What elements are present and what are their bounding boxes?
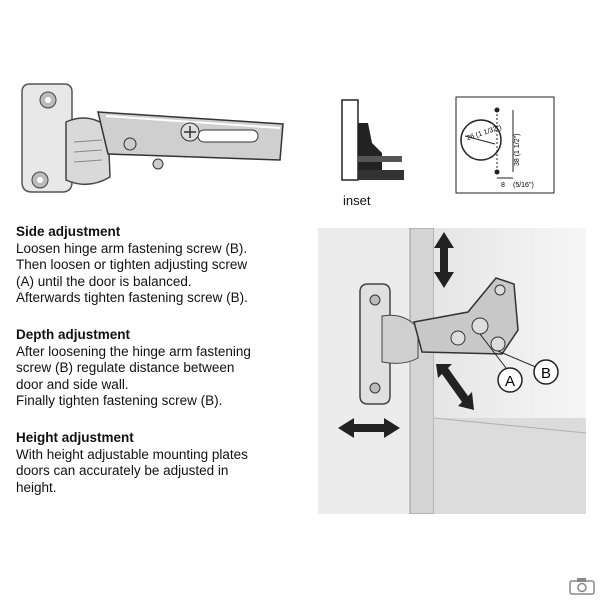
hinge-photo bbox=[21, 83, 284, 193]
depth-adjustment-line: After loosening the hinge arm fastening bbox=[16, 343, 251, 359]
height-adjustment-section: Height adjustment With height adjustable… bbox=[16, 430, 316, 496]
side-adjustment-line: Afterwards tighten fastening screw (B). bbox=[16, 290, 248, 305]
side-adjustment-line: Loosen hinge arm fastening screw (B). bbox=[16, 240, 248, 256]
depth-adjustment-title: Depth adjustment bbox=[16, 327, 131, 342]
height-adjustment-title: Height adjustment bbox=[16, 430, 134, 445]
depth-adjustment-section: Depth adjustment After loosening the hin… bbox=[16, 327, 316, 410]
height-adjustment-line: With height adjustable mounting plates bbox=[16, 446, 248, 462]
inset-label: inset bbox=[343, 193, 371, 208]
template-horizontal-label: 8 bbox=[501, 182, 505, 189]
side-adjustment-title: Side adjustment bbox=[16, 224, 121, 239]
installed-hinge-illustration: A B bbox=[318, 228, 586, 514]
drilling-template: 26 (1 1/32") 38 (1 1/2") 8 (5/16") bbox=[455, 96, 555, 194]
side-adjustment-line: Then loosen or tighten adjusting screw bbox=[16, 257, 248, 272]
callout-a-label: A bbox=[505, 373, 515, 390]
template-vertical-label: 38 (1 1/2") bbox=[514, 134, 521, 166]
height-adjustment-line: height. bbox=[16, 479, 57, 495]
side-adjustment-section: Side adjustment Loosen hinge arm fasteni… bbox=[16, 224, 316, 307]
inset-diagram bbox=[341, 99, 404, 181]
camera-logo-icon bbox=[569, 578, 595, 595]
height-adjustment-line: doors can accurately be adjusted in bbox=[16, 463, 229, 478]
side-adjustment-line: (A) until the door is balanced. bbox=[16, 273, 192, 289]
depth-adjustment-line: door and side wall. bbox=[16, 376, 129, 392]
depth-adjustment-line: Finally tighten fastening screw (B). bbox=[16, 393, 223, 408]
callout-b-label: B bbox=[541, 365, 551, 382]
depth-adjustment-line: screw (B) regulate distance between bbox=[16, 360, 235, 375]
template-horizontal-inch-label: (5/16") bbox=[513, 182, 534, 189]
